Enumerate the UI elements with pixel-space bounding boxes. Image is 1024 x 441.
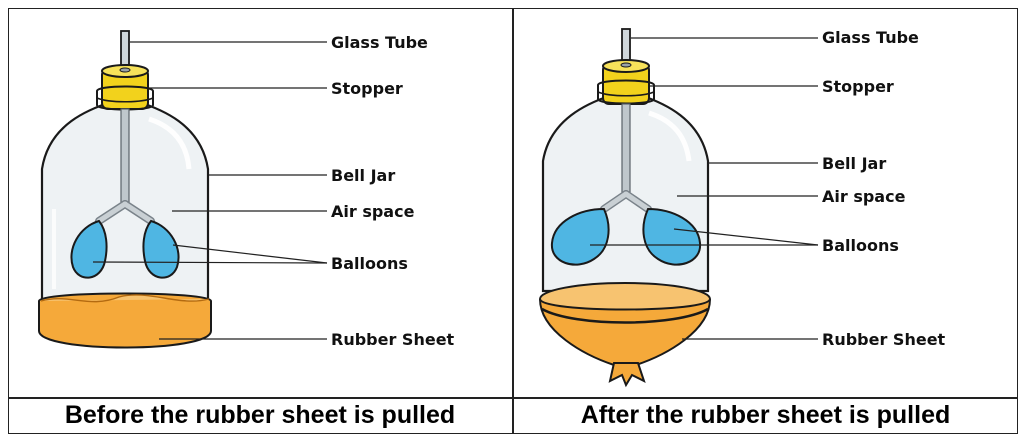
label-rubber-sheet: Rubber Sheet (822, 330, 946, 349)
label-bell-jar: Bell Jar (331, 166, 396, 185)
label-balloons: Balloons (331, 254, 408, 273)
label-bell-jar: Bell Jar (822, 154, 887, 173)
caption-before: Before the rubber sheet is pulled (64, 401, 456, 429)
caption-after: After the rubber sheet is pulled (580, 401, 951, 429)
label-glass-tube: Glass Tube (822, 28, 919, 47)
label-air-space: Air space (331, 202, 415, 221)
bell-jar-after-illustration (539, 28, 819, 388)
label-stopper: Stopper (822, 77, 894, 96)
stopper (597, 59, 655, 105)
stopper (96, 64, 154, 111)
balloon-right (642, 207, 702, 266)
rubber-sheet (38, 292, 212, 349)
rubber-sheet (539, 282, 711, 388)
caption-divider (8, 397, 1018, 399)
panel-divider (512, 8, 514, 434)
bell-jar-before-illustration (38, 30, 328, 349)
balloon-right (142, 219, 180, 279)
label-glass-tube: Glass Tube (331, 33, 428, 52)
label-rubber-sheet: Rubber Sheet (331, 330, 455, 349)
balloon-left (70, 219, 108, 279)
balloon-left (550, 207, 610, 266)
label-balloons: Balloons (822, 236, 899, 255)
panel-after: Glass Tube Stopper Bell Jar Air space Ba… (514, 9, 1017, 396)
panel-before: Glass Tube Stopper Bell Jar Air space Ba… (9, 9, 511, 396)
label-air-space: Air space (822, 187, 906, 206)
label-stopper: Stopper (331, 79, 403, 98)
